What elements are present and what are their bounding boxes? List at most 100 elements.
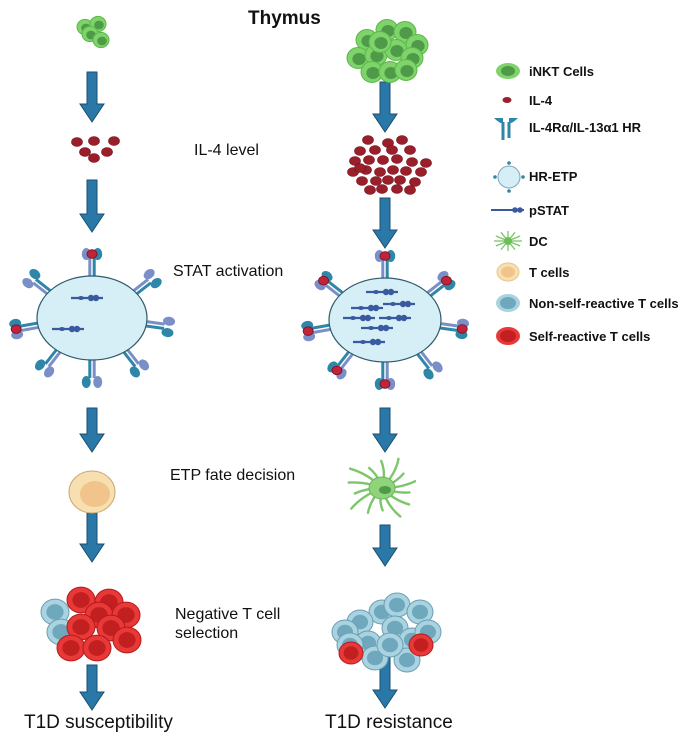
- self-reactive-t-cell: [56, 634, 86, 662]
- receptor-icon: [314, 270, 344, 298]
- non-self-reactive-t-cell-nucleus: [388, 597, 406, 613]
- receptor-icon: [122, 348, 150, 378]
- il4-molecule: [374, 167, 386, 177]
- inkt-cell-nucleus: [390, 44, 404, 58]
- pstat-molecule: [71, 294, 103, 302]
- pstat-segment: [386, 316, 392, 320]
- outcome-right: T1D resistance: [325, 712, 453, 733]
- receptor-head-alpha: [150, 277, 162, 289]
- bound-il4-molecule: [10, 324, 22, 334]
- self-reactive-t-cell: [66, 613, 96, 641]
- receptor-icon: [507, 189, 511, 193]
- pstat-phospho: [359, 314, 367, 322]
- down-arrow-icon: [79, 71, 105, 123]
- pstat-phospho: [369, 338, 377, 346]
- down-arrow-icon: [372, 197, 398, 249]
- pstat-phospho: [399, 300, 407, 308]
- inkt-cell-nucleus: [366, 66, 380, 80]
- pstat-phospho: [87, 294, 95, 302]
- receptor-icon: [507, 161, 511, 165]
- legend-label-t-cells: T cells: [529, 265, 570, 280]
- receptor-chain-beta: [47, 351, 62, 368]
- il4-molecule: [415, 167, 427, 177]
- receptor-head-alpha: [129, 366, 141, 378]
- il4-molecule: [400, 166, 412, 176]
- receptor-chain-beta: [312, 327, 331, 335]
- self-reactive-t-cell-nucleus: [343, 646, 359, 660]
- receptor-head-beta: [432, 361, 443, 373]
- outcome-left: T1D susceptibility: [24, 712, 173, 733]
- receptor-chain-alpha: [19, 321, 38, 328]
- receptor-icon: [374, 362, 396, 390]
- receptor-head-alpha: [423, 368, 434, 380]
- down-arrow-icon: [372, 81, 398, 133]
- bound-il4-molecule: [441, 275, 452, 286]
- receptor-chain-beta: [126, 348, 140, 365]
- il4-molecule: [396, 135, 408, 145]
- legend-icon-pstat: [491, 207, 524, 213]
- down-arrow-icon: [372, 524, 398, 567]
- receptor-chain-alpha: [44, 348, 58, 365]
- legend-icon-receptor: [494, 118, 518, 140]
- inkt-cell-nucleus: [501, 66, 515, 76]
- self-reactive-t-cell-nucleus: [72, 592, 90, 608]
- receptor-head-alpha: [494, 118, 503, 124]
- il4-molecule: [356, 176, 368, 186]
- receptor-chain-beta: [339, 353, 354, 370]
- receptor-head-beta: [43, 366, 55, 378]
- inkt-cell-nucleus: [384, 66, 398, 80]
- self-reactive-t-cell: [408, 633, 434, 657]
- il4-molecule: [409, 177, 421, 187]
- receptor-chain-alpha: [439, 326, 459, 333]
- non-self-reactive-t-cell: [40, 598, 70, 626]
- il4-molecule: [404, 185, 416, 195]
- step-label-etp: ETP fate decision: [170, 467, 296, 484]
- receptor-chain-beta: [32, 281, 49, 296]
- diagram-title: Thymus: [248, 8, 321, 29]
- receptor-head-beta: [143, 268, 155, 280]
- il4-molecule: [377, 155, 389, 165]
- down-arrow-icon: [372, 656, 398, 709]
- pstat-phospho: [512, 207, 518, 213]
- receptor-icon: [521, 175, 525, 179]
- receptor-icon: [374, 250, 396, 278]
- legend-icon-il4: [502, 97, 512, 103]
- legend-label-il4: IL-4: [529, 93, 553, 108]
- non-self-reactive-t-cell: [406, 599, 434, 625]
- pstat-segment: [59, 327, 65, 331]
- il4-molecule: [420, 158, 432, 168]
- non-self-reactive-t-cell-nucleus: [398, 652, 416, 668]
- receptor-chain-alpha: [311, 323, 330, 330]
- down-arrow-icon: [79, 664, 105, 711]
- il4-molecule: [79, 147, 91, 157]
- step-label-il4: IL-4 level: [194, 142, 259, 159]
- down-arrow-icon: [79, 512, 105, 563]
- self-reactive-t-cell-nucleus: [117, 607, 135, 623]
- bound-il4-molecule: [86, 249, 98, 259]
- down-arrow-icon: [372, 407, 398, 453]
- pstat-molecule: [366, 288, 398, 296]
- receptor-head-beta: [22, 277, 34, 289]
- pstat-segment: [358, 306, 364, 310]
- legend-label-receptor: IL-4Rα/IL-13α1 HR: [529, 120, 642, 135]
- il4-molecule: [364, 185, 376, 195]
- receptor-icon: [133, 268, 162, 296]
- inkt-cell: [92, 31, 110, 49]
- inkt-cell-nucleus: [400, 64, 414, 78]
- receptor-head-alpha: [81, 376, 91, 388]
- il4-molecule: [406, 157, 418, 167]
- non-self-reactive-t-cell-nucleus: [381, 637, 399, 653]
- pstat-molecule: [351, 304, 383, 312]
- self-reactive-t-cell-nucleus: [413, 638, 429, 652]
- pstat-phospho: [382, 324, 390, 332]
- il4-molecule: [71, 137, 83, 147]
- receptor-chain-beta: [133, 278, 150, 292]
- pstat-molecule: [52, 325, 84, 333]
- dc-nucleus: [379, 486, 391, 494]
- il4-molecule: [370, 176, 382, 186]
- non-self-reactive-t-cell: [383, 592, 411, 618]
- receptor-head-beta: [138, 359, 150, 371]
- il4-molecule: [108, 136, 120, 146]
